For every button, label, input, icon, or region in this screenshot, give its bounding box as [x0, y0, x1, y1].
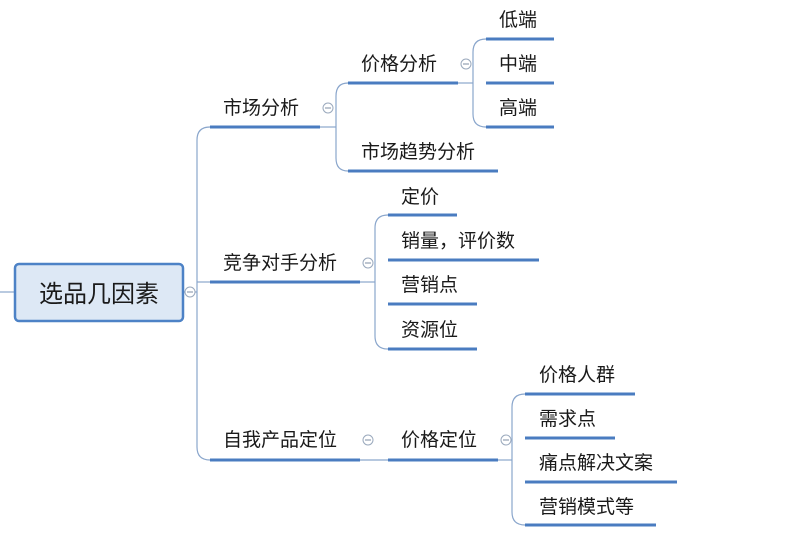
leaf-label: 痛点解决文案 — [539, 452, 653, 474]
branch1-trunk — [335, 82, 349, 172]
leaf-demand-points[interactable]: 需求点 — [525, 408, 615, 440]
branch-label: 自我产品定位 — [223, 429, 337, 451]
node-market-trend-analysis[interactable]: 市场趋势分析 — [348, 141, 498, 173]
branch-market-analysis[interactable]: 市场分析 — [210, 97, 320, 129]
node-label: 价格分析 — [361, 53, 437, 75]
node-price-positioning[interactable]: 价格定位 — [388, 429, 498, 462]
branch-label: 市场分析 — [223, 97, 299, 119]
price-position-trunk — [511, 393, 526, 526]
leaf-label: 营销点 — [401, 274, 458, 296]
collapse-icon[interactable] — [460, 58, 472, 70]
leaf-label: 营销模式等 — [539, 496, 634, 518]
collapse-icon[interactable] — [362, 434, 374, 446]
leaf-label: 高端 — [499, 97, 537, 119]
leaf-label: 定价 — [401, 186, 439, 208]
root-collapse-icon[interactable] — [184, 286, 196, 298]
leaf-pricing[interactable]: 定价 — [388, 186, 457, 217]
node-price-analysis[interactable]: 价格分析 — [348, 53, 458, 85]
price-analysis-trunk — [472, 38, 487, 128]
leaf-marketing-models[interactable]: 营销模式等 — [525, 496, 656, 527]
branch-self-positioning[interactable]: 自我产品定位 — [210, 429, 360, 462]
leaf-resource-slots[interactable]: 资源位 — [388, 319, 477, 351]
collapse-icon[interactable] — [322, 102, 334, 114]
root-trunk — [196, 126, 211, 461]
leaf-sales-reviews[interactable]: 销量，评价数 — [388, 230, 539, 262]
leaf-label: 低端 — [499, 9, 537, 31]
branch-competitor-analysis[interactable]: 竞争对手分析 — [210, 252, 360, 284]
leaf-label: 价格人群 — [539, 364, 615, 386]
leaf-label: 中端 — [499, 53, 537, 75]
collapse-icon[interactable] — [362, 257, 374, 269]
collapse-icon[interactable] — [500, 434, 512, 446]
root-box — [13, 262, 185, 323]
leaf-label: 销量，评价数 — [401, 230, 515, 252]
leaf-price-audience[interactable]: 价格人群 — [525, 364, 635, 396]
branch-label: 竞争对手分析 — [223, 252, 337, 274]
leaf-mid-end[interactable]: 中端 — [486, 53, 554, 85]
node-label: 价格定位 — [401, 429, 477, 451]
leaf-label: 需求点 — [539, 408, 596, 430]
leaf-high-end[interactable]: 高端 — [486, 97, 554, 129]
root-label: 选品几因素 — [39, 280, 159, 308]
node-label: 市场趋势分析 — [361, 141, 475, 163]
leaf-pain-point-copy[interactable]: 痛点解决文案 — [525, 452, 677, 484]
branch2-trunk — [374, 214, 389, 350]
leaf-label: 资源位 — [401, 319, 458, 341]
root-node[interactable]: 选品几因素 — [13, 262, 185, 323]
leaf-marketing-points[interactable]: 营销点 — [388, 274, 477, 306]
leaf-low-end[interactable]: 低端 — [486, 9, 554, 41]
